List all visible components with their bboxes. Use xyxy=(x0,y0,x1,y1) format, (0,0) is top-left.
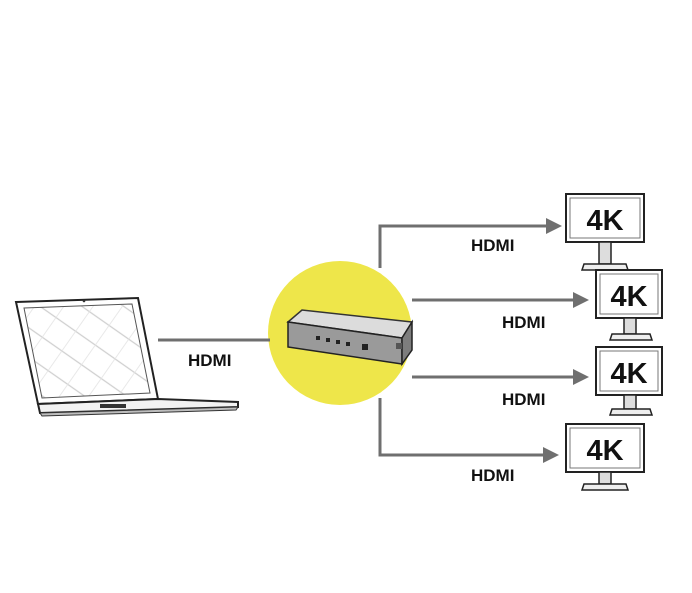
output-cable-4 xyxy=(378,398,545,457)
monitor-4-text: 4K xyxy=(586,435,623,467)
output-arrows xyxy=(543,218,589,463)
output-2-hdmi-label: HDMI xyxy=(502,313,546,332)
output-cable-1 xyxy=(378,224,548,268)
monitor-3: 4K xyxy=(595,346,663,416)
monitor-2: 4K xyxy=(595,269,663,341)
arrow-head-icon xyxy=(573,369,589,385)
arrow-head-icon xyxy=(573,292,589,308)
output-1-hdmi-label: HDMI xyxy=(471,236,515,255)
output-4-hdmi-label: HDMI xyxy=(471,466,515,485)
hdmi-splitter-icon xyxy=(286,309,414,367)
output-3-hdmi-label: HDMI xyxy=(502,390,546,409)
monitor-1-text: 4K xyxy=(586,205,623,237)
source-hdmi-label: HDMI xyxy=(188,351,232,370)
monitor-2-text: 4K xyxy=(610,281,647,313)
laptop-icon xyxy=(14,296,239,417)
arrow-head-icon xyxy=(546,218,562,234)
arrow-head-icon xyxy=(543,447,559,463)
monitor-3-text: 4K xyxy=(610,358,647,390)
monitor-1: 4K xyxy=(565,193,645,271)
output-cables xyxy=(378,224,575,457)
monitor-4: 4K xyxy=(565,423,645,491)
